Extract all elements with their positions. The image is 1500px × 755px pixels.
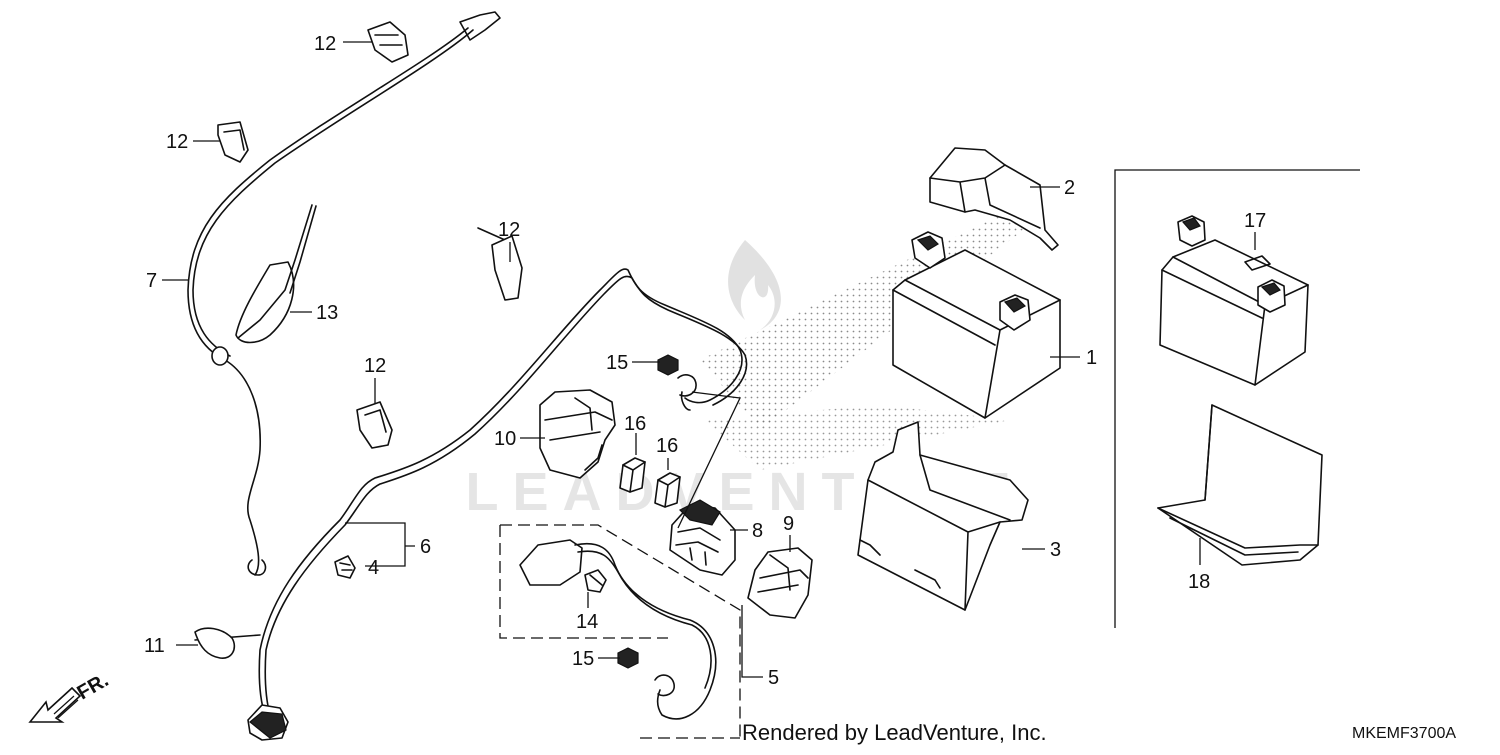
clip-part-14 [584, 569, 607, 593]
callout-labels: 12 12 12 12 7 13 11 6 4 5 15 15 10 16 16… [144, 33, 1266, 689]
clip-part-11 [194, 627, 261, 659]
callout-13[interactable]: 13 [316, 302, 338, 324]
callout-2[interactable]: 2 [1064, 177, 1075, 199]
callout-6[interactable]: 6 [420, 536, 431, 558]
callout-14[interactable]: 14 [576, 611, 598, 633]
front-direction-arrow: FR. [28, 669, 113, 723]
callout-9[interactable]: 9 [783, 513, 794, 535]
spacer-part-16a [619, 457, 646, 493]
callout-8[interactable]: 8 [752, 520, 763, 542]
relay-part-8 [669, 499, 736, 576]
clamp-part-12d [356, 401, 393, 449]
nut-part-15a [657, 354, 679, 376]
separator-frame [1114, 169, 1360, 628]
callout-11[interactable]: 11 [144, 635, 165, 657]
callout-16[interactable]: 16 [656, 435, 678, 457]
battery-part-1 [892, 231, 1061, 419]
render-credit: Rendered by LeadVenture, Inc. [742, 720, 1047, 745]
nut-part-15b [617, 647, 639, 669]
callout-16[interactable]: 16 [624, 413, 646, 435]
positive-cable-part-6 [247, 268, 748, 741]
callout-18[interactable]: 18 [1188, 571, 1210, 593]
battery-holder-part-2 [929, 147, 1059, 251]
callout-17[interactable]: 17 [1244, 210, 1266, 232]
clamp-part-12a [367, 21, 409, 63]
plate-part-18 [1157, 404, 1323, 566]
callout-12[interactable]: 12 [498, 219, 520, 241]
negative-cable-part-7 [187, 11, 501, 576]
callout-10[interactable]: 10 [494, 428, 516, 450]
callout-3[interactable]: 3 [1050, 539, 1061, 561]
spacer-part-16b [654, 472, 681, 508]
cable-tie-part-13 [235, 204, 317, 344]
starter-cable-part-5 [519, 539, 717, 720]
battery-part-17 [1159, 215, 1309, 386]
callout-leaders [162, 41, 1256, 678]
battery-case-part-3 [857, 421, 1029, 611]
callout-1[interactable]: 1 [1086, 347, 1097, 369]
clamp-part-12c [477, 227, 523, 301]
callout-12[interactable]: 12 [364, 355, 386, 377]
callout-4[interactable]: 4 [368, 557, 379, 579]
clamp-part-12b [217, 121, 249, 163]
diagram-code: MKEMF3700A [1352, 725, 1456, 742]
direction-label: FR. [74, 669, 113, 704]
callout-5[interactable]: 5 [768, 667, 779, 689]
cover-part-10 [539, 389, 616, 479]
cover-part-9 [747, 547, 813, 619]
dashed-group [499, 391, 741, 739]
callout-12[interactable]: 12 [314, 33, 336, 55]
callout-15[interactable]: 15 [572, 648, 594, 670]
callout-15[interactable]: 15 [606, 352, 628, 374]
bolt-part-4 [334, 555, 356, 579]
callout-7[interactable]: 7 [146, 270, 157, 292]
callout-12[interactable]: 12 [166, 131, 188, 153]
